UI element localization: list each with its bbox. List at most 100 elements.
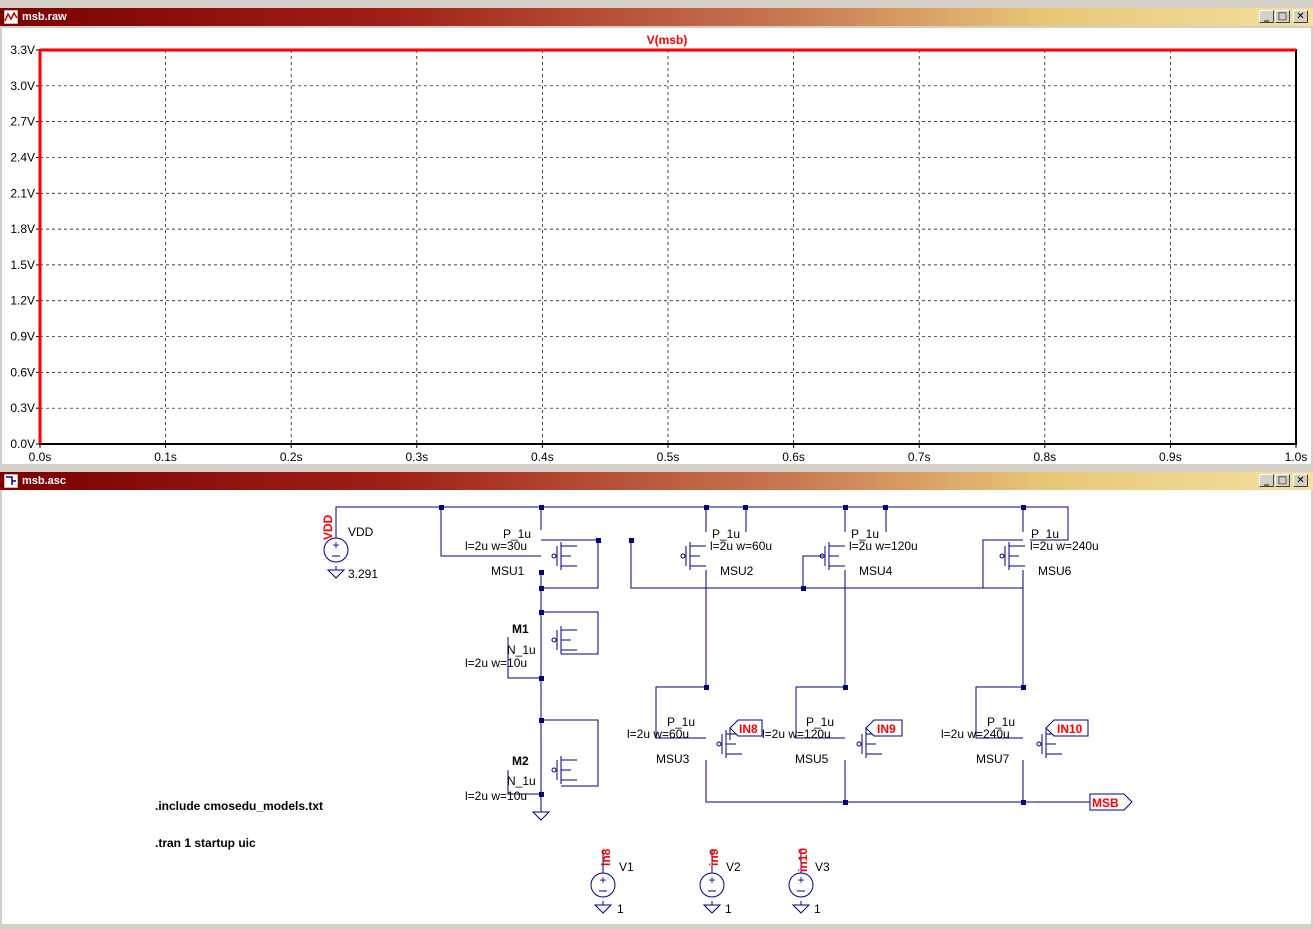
msu7-params[interactable]: l=2u w=240u — [941, 727, 1010, 741]
x-tick-label: 0.8s — [1033, 450, 1056, 464]
close-button[interactable]: ✕ — [1293, 10, 1308, 23]
schematic-canvas[interactable]: + — [2, 490, 1311, 924]
minimize-button[interactable]: _ — [1259, 474, 1274, 487]
msu3-model[interactable]: P_1u — [667, 715, 695, 729]
maximize-button[interactable]: □ — [1275, 10, 1290, 23]
x-tick-label: 1.0s — [1285, 450, 1308, 464]
v1-value[interactable]: 1 — [617, 902, 624, 916]
msu3-params[interactable]: l=2u w=60u — [627, 727, 689, 741]
msu6-params[interactable]: l=2u w=240u — [1030, 539, 1099, 553]
m1-name[interactable]: M1 — [512, 622, 529, 636]
y-tick-label: 0.9V — [10, 330, 35, 344]
vdd-source-icon — [323, 537, 349, 563]
msu4-model[interactable]: P_1u — [851, 527, 879, 541]
x-tick-label: 0.4s — [531, 450, 554, 464]
msu6-model[interactable]: P_1u — [1031, 527, 1059, 541]
m1-params[interactable]: l=2u w=10u — [465, 656, 527, 670]
directive-include[interactable]: .include cmosedu_models.txt — [155, 799, 323, 813]
x-tick-label: 0.7s — [908, 450, 931, 464]
x-tick-label: 0.0s — [29, 450, 52, 464]
input-sources: in8 V1 1 in9 V2 1 in10 V3 1 — [590, 848, 830, 916]
v2-value[interactable]: 1 — [725, 902, 732, 916]
y-tick-label: 2.4V — [10, 150, 35, 164]
msu6-name[interactable]: MSU6 — [1038, 564, 1072, 578]
v2-source-icon[interactable] — [699, 872, 725, 898]
msu5-params[interactable]: l=2u w=120u — [762, 727, 831, 741]
vdd-source[interactable]: VDD VDD 3.291 — [321, 514, 378, 581]
vdd-name[interactable]: VDD — [348, 525, 374, 539]
v3-value[interactable]: 1 — [814, 902, 821, 916]
m2-ground — [532, 807, 550, 821]
port-in10-shape[interactable] — [1045, 719, 1089, 737]
plot-grid — [40, 50, 1296, 444]
y-tick-label: 3.3V — [10, 43, 35, 57]
v2-net-label[interactable]: in9 — [707, 848, 721, 866]
port-in9-label[interactable]: IN9 — [877, 722, 896, 736]
x-tick-label: 0.6s — [782, 450, 805, 464]
schematic-window-title: msb.asc — [22, 475, 67, 487]
port-in9-shape[interactable] — [865, 719, 903, 737]
m1-model[interactable]: N_1u — [507, 643, 536, 657]
y-tick-label: 2.7V — [10, 115, 35, 129]
port-msb-shape[interactable] — [1089, 793, 1133, 811]
trace-label-vmsb[interactable]: V(msb) — [647, 33, 688, 47]
waveform-title-bar[interactable]: msb.raw _ □ ✕ — [0, 8, 1313, 26]
y-tick-label: 1.2V — [10, 294, 35, 308]
ground-icon — [703, 900, 721, 914]
x-tick-label: 0.1s — [154, 450, 177, 464]
port-in8-shape[interactable] — [729, 719, 763, 737]
msu4-params[interactable]: l=2u w=120u — [849, 539, 918, 553]
v2-name[interactable]: V2 — [726, 860, 741, 874]
x-tick-label: 0.9s — [1159, 450, 1182, 464]
maximize-button[interactable]: □ — [1275, 474, 1290, 487]
msu2-name[interactable]: MSU2 — [720, 564, 754, 578]
y-tick-label: 2.1V — [10, 186, 35, 200]
schematic-window-icon — [4, 474, 18, 488]
ground-icon — [532, 807, 550, 821]
v1-name[interactable]: V1 — [619, 860, 634, 874]
v3-source-icon[interactable] — [788, 872, 814, 898]
msu2-params[interactable]: l=2u w=60u — [710, 539, 772, 553]
minimize-button[interactable]: _ — [1259, 10, 1274, 23]
vdd-net-label[interactable]: VDD — [321, 514, 335, 540]
m2-model[interactable]: N_1u — [507, 774, 536, 788]
vdd-value[interactable]: 3.291 — [348, 567, 378, 581]
y-tick-label: 3.0V — [10, 79, 35, 93]
msu1-params[interactable]: l=2u w=30u — [465, 539, 527, 553]
msu7-model[interactable]: P_1u — [987, 715, 1015, 729]
y-tick-label: 0.6V — [10, 365, 35, 379]
msu1-model[interactable]: P_1u — [503, 527, 531, 541]
v1-source-icon[interactable] — [590, 872, 616, 898]
msu4-name[interactable]: MSU4 — [859, 564, 893, 578]
spice-directives: .include cmosedu_models.txt .tran 1 star… — [155, 799, 323, 850]
schematic-wires — [335, 506, 1090, 873]
v3-name[interactable]: V3 — [815, 860, 830, 874]
port-msb-label[interactable]: MSB — [1092, 796, 1119, 810]
schematic-title-bar[interactable]: msb.asc _ □ ✕ — [0, 472, 1313, 490]
msu5-model[interactable]: P_1u — [806, 715, 834, 729]
msu5-name[interactable]: MSU5 — [795, 752, 829, 766]
v3-net-label[interactable]: in10 — [796, 848, 810, 872]
m2-name[interactable]: M2 — [512, 754, 529, 768]
v1-net-label[interactable]: in8 — [599, 848, 613, 866]
schematic-drawing[interactable]: + — [2, 490, 1311, 924]
close-button[interactable]: ✕ — [1293, 474, 1308, 487]
msu2-model[interactable]: P_1u — [712, 527, 740, 541]
ports: IN8 IN9 IN10 MSB — [729, 719, 1133, 811]
transistor-symbols — [551, 541, 1063, 785]
msu1-name[interactable]: MSU1 — [491, 564, 525, 578]
waveform-window-title: msb.raw — [22, 11, 67, 23]
x-tick-label: 0.2s — [280, 450, 303, 464]
plot-frame — [39, 49, 1297, 445]
directive-tran[interactable]: .tran 1 startup uic — [155, 836, 256, 850]
port-in10-label[interactable]: IN10 — [1057, 722, 1083, 736]
schematic-window: msb.asc _ □ ✕ + — [0, 472, 1313, 927]
msu3-name[interactable]: MSU3 — [656, 752, 690, 766]
msu7-name[interactable]: MSU7 — [976, 752, 1010, 766]
m2-params[interactable]: l=2u w=10u — [465, 789, 527, 803]
ground-icon — [594, 900, 612, 914]
port-in8-label[interactable]: IN8 — [739, 722, 758, 736]
